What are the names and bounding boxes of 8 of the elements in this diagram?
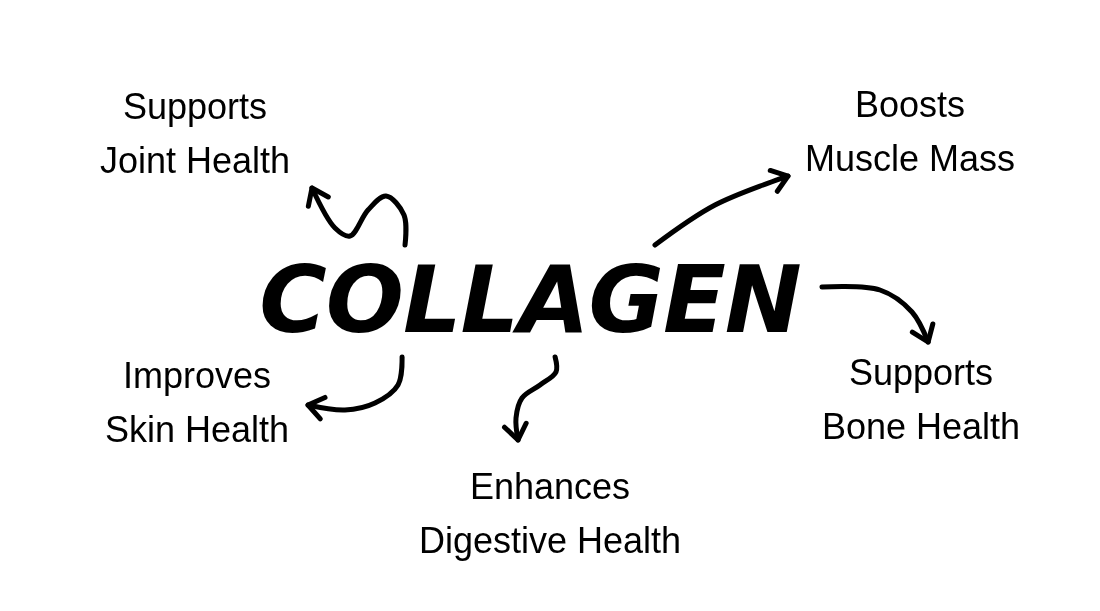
benefit-label: Enhances Digestive Health: [390, 440, 710, 570]
arrow: [502, 354, 560, 443]
arrow: [652, 168, 791, 248]
arrow: [305, 185, 409, 248]
arrow: [819, 284, 936, 345]
benefit-label: Boosts Muscle Mass: [788, 78, 1032, 184]
arrow: [305, 354, 405, 422]
benefit-label: Supports Joint Health: [70, 80, 320, 188]
